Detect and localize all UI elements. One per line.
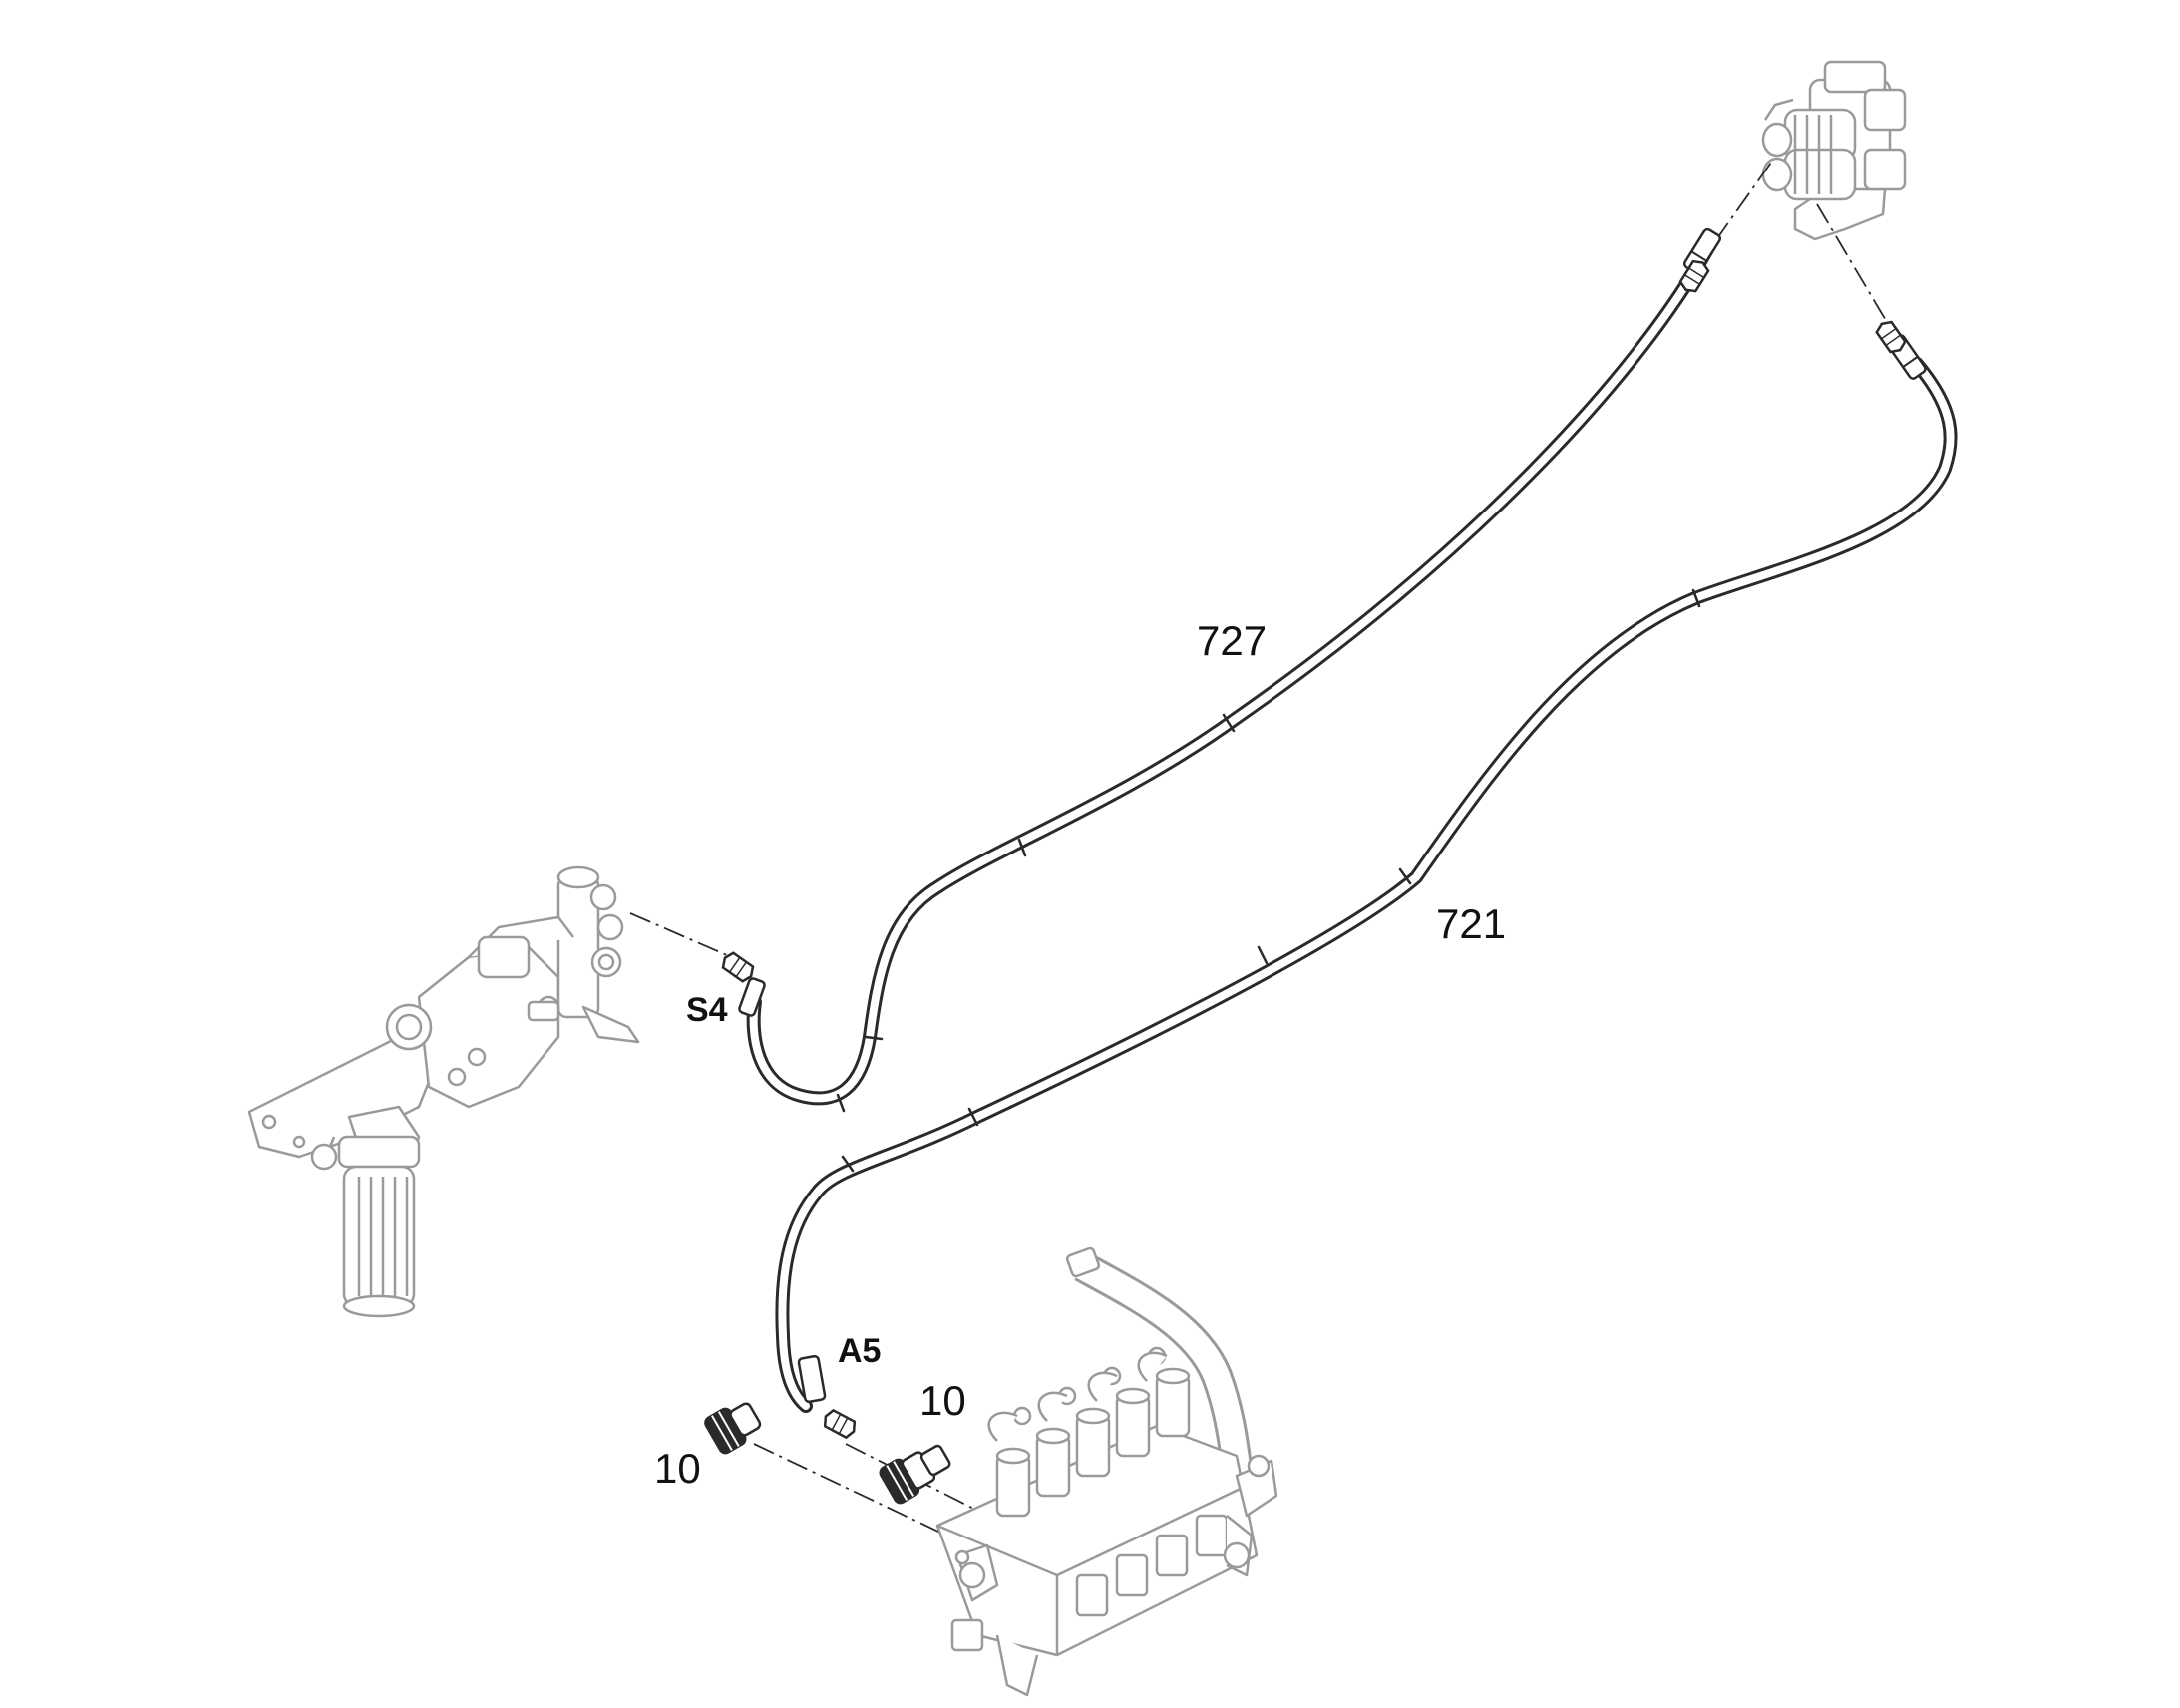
- part-label-10-left: 10: [654, 1445, 701, 1492]
- part-label-721: 721: [1436, 900, 1507, 947]
- hose-727: [746, 242, 1714, 1113]
- control-valve-bank: [935, 1246, 1278, 1697]
- part-label-10-right: 10: [919, 1377, 966, 1424]
- adapter-fitting-right: [879, 1444, 951, 1505]
- solenoid-valve-block: [1761, 60, 1907, 241]
- hose-721: [775, 357, 1958, 1413]
- assembly-leader-lines: [629, 159, 1901, 1541]
- filter-manifold-assembly: [247, 865, 640, 1318]
- port-label-a5: A5: [838, 1332, 882, 1370]
- port-label-s4: S4: [686, 991, 728, 1029]
- adapter-fitting-left: [704, 1402, 762, 1455]
- hose-fittings: [718, 227, 1927, 1441]
- part-label-727: 727: [1197, 617, 1268, 664]
